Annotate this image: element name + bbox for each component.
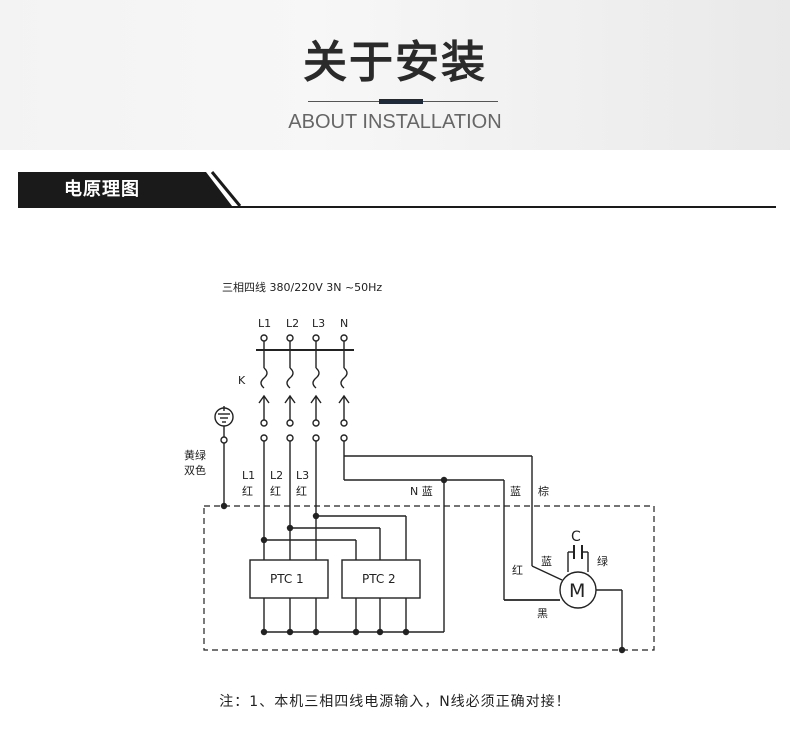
page-title: 关于安装 (303, 37, 487, 88)
phase-label-l3: L3 (296, 469, 309, 482)
footer-note: 注：1、本机三相四线电源输入，N线必须正确对接！ (219, 694, 571, 710)
section-tab-shape (18, 172, 232, 206)
page-subtitle: ABOUT INSTALLATION (288, 111, 502, 133)
cap-blue-label: 蓝 (541, 555, 552, 568)
brown-label: 棕 (538, 484, 549, 498)
phase-color-l1: 红 (242, 485, 253, 498)
terminal-label-l1: L1 (258, 317, 271, 330)
terminal-label-n: N (340, 317, 348, 330)
enclosure-dashed (203, 505, 655, 651)
cap-green-label: 绿 (597, 554, 608, 568)
ground-label-2: 双色 (184, 463, 206, 477)
ground-label-1: 黄绿 (184, 448, 206, 462)
neutral-label: N 蓝 (410, 485, 433, 498)
motor-black-label: 黑 (537, 607, 548, 620)
ptc2-label: PTC 2 (362, 572, 396, 586)
motor-label: M (569, 580, 585, 602)
header-banner (0, 0, 790, 150)
supply-label: 三相四线 380/220V 3N ~50Hz (222, 280, 382, 294)
motor-blue-label: 蓝 (510, 485, 521, 498)
terminal-label-l2: L2 (286, 317, 299, 330)
phase-color-l3: 红 (296, 485, 307, 498)
section-header-bar (18, 171, 776, 208)
junction-dots (220, 476, 626, 654)
phase-label-l1: L1 (242, 469, 255, 482)
phase-label-l2: L2 (270, 469, 283, 482)
switch-label: K (238, 374, 246, 387)
ptc1-label: PTC 1 (270, 572, 304, 586)
section-tab-slash (210, 171, 242, 207)
terminal-label-l3: L3 (312, 317, 325, 330)
phase-color-l2: 红 (270, 485, 281, 498)
title-accent (379, 99, 423, 104)
capacitor-label: C (571, 529, 581, 545)
motor-red-label: 红 (512, 564, 523, 577)
section-title: 电原理图 (64, 179, 140, 200)
wiring (214, 334, 623, 650)
